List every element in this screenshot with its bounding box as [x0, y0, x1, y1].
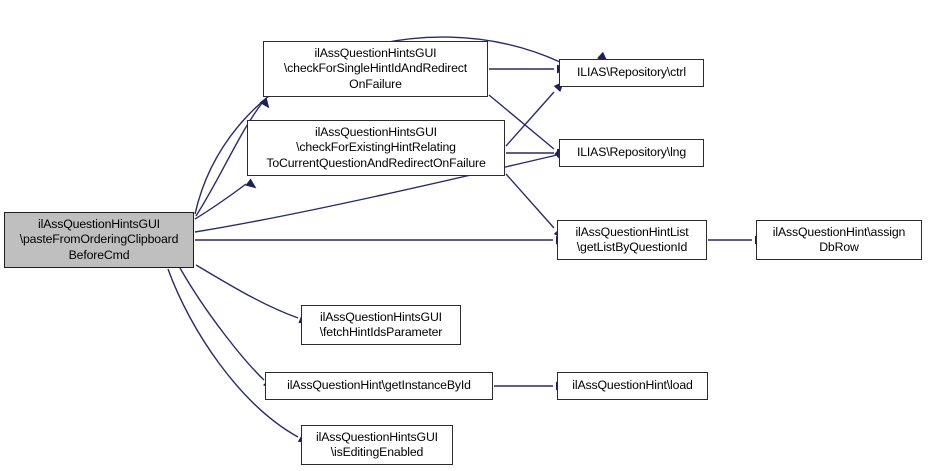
graph-node-iseditingenabled[interactable]: ilAssQuestionHintsGUI\isEditingEnabled	[301, 425, 453, 465]
call-edge	[195, 264, 299, 319]
graph-node-label: ilAssQuestionHint\assign	[772, 224, 906, 239]
call-edge	[194, 183, 247, 220]
graph-node-label: ILIAS\Repository\lng	[576, 145, 687, 160]
call-edge	[179, 267, 265, 381]
graph-node-label: ilAssQuestionHintList	[575, 224, 689, 239]
graph-node-label: OnFailure	[349, 76, 402, 91]
graph-node-ctrl[interactable]: ILIAS\Repository\ctrl	[559, 59, 704, 87]
graph-node-getinstance[interactable]: ilAssQuestionHint\getInstanceById	[265, 372, 493, 400]
graph-node-fetchhintids[interactable]: ilAssQuestionHintsGUI\fetchHintIdsParame…	[301, 305, 461, 345]
arrowhead-icon	[245, 178, 257, 189]
graph-node-label: \checkForExistingHintRelating	[296, 140, 456, 155]
graph-node-label: ToCurrentQuestionAndRedirectOnFailure	[266, 155, 486, 170]
graph-node-label: \getListByQuestionId	[576, 240, 688, 254]
graph-node-label: \pasteFromOrderingClipboard	[19, 232, 179, 247]
call-edge	[488, 94, 555, 150]
graph-node-label: \checkForSingleHintIdAndRedirect	[283, 61, 468, 76]
call-edge	[505, 173, 555, 229]
graph-node-hintlist[interactable]: ilAssQuestionHintList\getListByQuestionI…	[557, 220, 707, 260]
graph-node-check_single[interactable]: ilAssQuestionHintsGUI\checkForSingleHint…	[263, 41, 488, 97]
graph-node-check_existing[interactable]: ilAssQuestionHintsGUI\checkForExistingHi…	[247, 120, 505, 176]
graph-node-lng[interactable]: ILIAS\Repository\lng	[559, 139, 704, 167]
graph-node-label: BeforeCmd	[68, 247, 130, 262]
graph-node-label: ILIAS\Repository\ctrl	[577, 65, 686, 80]
graph-node-label: ilAssQuestionHintsGUI	[314, 45, 437, 60]
call-edge	[195, 102, 263, 217]
graph-node-root[interactable]: ilAssQuestionHintsGUI\pasteFromOrderingC…	[4, 212, 194, 268]
graph-node-label: ilAssQuestionHintsGUI	[320, 309, 442, 324]
call-edge	[505, 91, 555, 147]
arrowhead-icon	[259, 97, 270, 109]
call-edge	[167, 268, 299, 438]
graph-node-label: ilAssQuestionHint\load	[572, 378, 693, 393]
graph-node-label: \isEditingEnabled	[330, 445, 424, 459]
graph-node-label: ilAssQuestionHintsGUI	[316, 429, 438, 444]
graph-node-label: \fetchHintIdsParameter	[319, 325, 443, 339]
graph-node-label: DbRow	[819, 240, 859, 254]
graph-node-label: ilAssQuestionHint\getInstanceById	[287, 378, 471, 393]
graph-node-label: ilAssQuestionHintsGUI	[315, 124, 437, 139]
graph-node-load[interactable]: ilAssQuestionHint\load	[557, 372, 708, 400]
graph-node-label: ilAssQuestionHintsGUI	[38, 216, 160, 231]
call-edge	[194, 154, 558, 233]
